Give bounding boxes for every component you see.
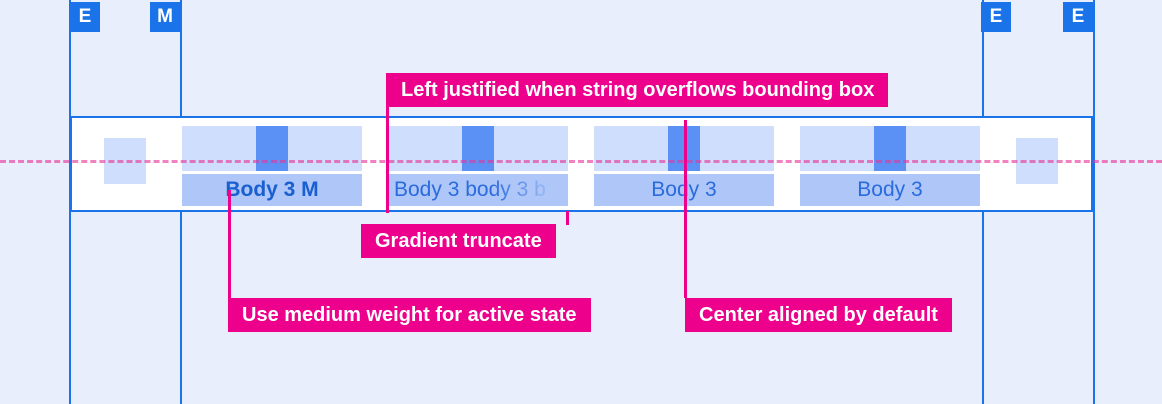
tab-label-band: Body 3 M bbox=[182, 174, 362, 206]
tab-icon-slot bbox=[388, 126, 568, 171]
tab-label: Body 3 bbox=[857, 178, 923, 201]
annotation-rule-use-medium-weight bbox=[228, 190, 231, 298]
spec-badge-e-left: E bbox=[70, 2, 100, 32]
tab-icon-slot bbox=[182, 126, 362, 171]
tab-label: Body 3 bbox=[651, 178, 717, 201]
vertical-guide-4 bbox=[1093, 0, 1095, 404]
tab-icon bbox=[874, 126, 906, 171]
annotation-rule-center-aligned bbox=[684, 120, 687, 298]
annotation-rule-gradient-truncate bbox=[566, 211, 569, 225]
tab-icon-slot bbox=[800, 126, 980, 171]
tab-item-1[interactable]: Body 3 M bbox=[182, 126, 362, 206]
annotation-center-aligned: Center aligned by default bbox=[685, 298, 952, 332]
tab-bar-container: Body 3 M Body 3 body 3 b Body 3 bbox=[70, 116, 1093, 212]
horizontal-centerline bbox=[0, 160, 1162, 163]
gradient-truncate-overlay bbox=[490, 174, 568, 206]
annotation-rule-left-justified bbox=[386, 73, 389, 213]
tab-item-2[interactable]: Body 3 body 3 b bbox=[388, 126, 568, 206]
tab-label-band: Body 3 body 3 b bbox=[388, 174, 568, 206]
spec-badge-e-right-inner: E bbox=[981, 2, 1011, 32]
tab-label: Body 3 M bbox=[225, 178, 319, 201]
annotation-left-justified: Left justified when string overflows bou… bbox=[387, 73, 889, 107]
tab-label-band: Body 3 bbox=[800, 174, 980, 206]
tab-icon bbox=[256, 126, 288, 171]
annotation-gradient-truncate: Gradient truncate bbox=[361, 224, 556, 258]
annotation-use-medium-weight: Use medium weight for active state bbox=[228, 298, 591, 332]
tab-icon bbox=[462, 126, 494, 171]
spec-badge-m: M bbox=[150, 2, 180, 32]
tab-item-4[interactable]: Body 3 bbox=[800, 126, 980, 206]
spec-badge-e-right-outer: E bbox=[1063, 2, 1093, 32]
